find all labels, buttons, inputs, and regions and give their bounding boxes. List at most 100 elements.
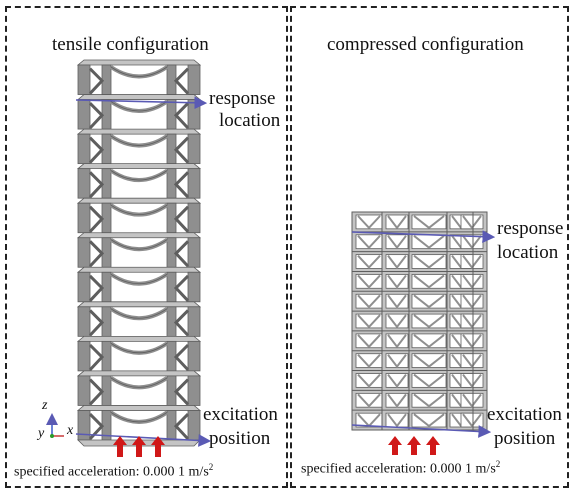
tensile-column-right <box>187 375 201 406</box>
compressed-strut <box>462 255 482 270</box>
tensile-link-left <box>88 309 105 337</box>
compressed-strut <box>387 314 407 329</box>
tensile-column-left <box>77 340 91 372</box>
tensile-link-right <box>173 413 190 441</box>
tensile-column-inner-left <box>101 375 112 406</box>
compressed-response-label-line1: response <box>497 218 564 239</box>
tensile-link-right <box>173 205 190 233</box>
tensile-column-left <box>77 99 91 130</box>
compressed-strut <box>387 354 407 369</box>
tensile-column-left <box>77 168 91 199</box>
compressed-strut <box>413 413 445 428</box>
tensile-cell <box>76 59 202 95</box>
compressed-strut <box>462 274 482 289</box>
compressed-cell <box>352 350 487 369</box>
tensile-link-left <box>88 274 105 302</box>
tensile-center-beam-edge <box>110 66 168 77</box>
compressed-strut <box>462 393 482 408</box>
tensile-excitation-pointer <box>75 433 212 447</box>
compressed-panel <box>290 6 569 488</box>
tensile-cell <box>76 94 202 130</box>
excitation-arrow-head <box>388 436 402 445</box>
tensile-link-left <box>88 171 105 199</box>
excitation-arrow-head <box>132 436 146 445</box>
tensile-column-right <box>187 237 201 268</box>
compressed-excitation-pointer <box>351 424 492 438</box>
tensile-plate <box>76 163 202 170</box>
tensile-center-beam-edge <box>110 412 168 423</box>
compressed-excitation-label-line1: excitation <box>487 404 562 425</box>
tensile-center-beam-edge <box>110 170 168 181</box>
axis-z-label: z <box>42 398 48 413</box>
tensile-link-left <box>88 378 105 406</box>
compressed-strut <box>413 294 445 309</box>
compressed-strut <box>462 215 482 230</box>
compressed-strut <box>387 274 407 289</box>
tensile-column-inner-right <box>166 410 177 441</box>
tensile-column-left <box>77 237 91 268</box>
tensile-link-right <box>173 136 190 164</box>
tensile-column-inner-right <box>166 340 177 372</box>
tensile-cell <box>76 163 202 199</box>
compressed-strut <box>387 373 407 389</box>
tensile-link-right <box>173 274 190 302</box>
compressed-strut <box>387 413 407 428</box>
tensile-column-right <box>187 202 201 234</box>
tensile-link-left <box>88 240 105 268</box>
compressed-strut <box>413 254 445 269</box>
tensile-excitation-label-line2: position <box>209 428 271 449</box>
axis-y-label: y <box>38 426 45 441</box>
tensile-column-left <box>77 133 91 165</box>
compressed-cell <box>352 290 487 309</box>
tensile-center-beam-edge <box>110 273 168 285</box>
tensile-column-inner-left <box>101 64 112 95</box>
compressed-strut <box>357 314 381 329</box>
compressed-strut <box>462 314 482 329</box>
excitation-arrow-head <box>113 436 127 445</box>
tensile-spec-text: specified acceleration: 0.000 1 m/s2 <box>14 462 214 480</box>
compressed-strut <box>413 393 445 408</box>
excitation-arrow-head <box>426 436 440 445</box>
tensile-column-inner-right <box>166 64 177 95</box>
tensile-cell <box>76 232 202 268</box>
compressed-strut <box>462 294 482 309</box>
compressed-cell <box>352 251 487 270</box>
tensile-center-beam-edge <box>110 101 168 112</box>
compressed-structure <box>351 211 488 431</box>
compressed-response-label-line2: location <box>497 242 559 263</box>
tensile-structure <box>76 59 202 441</box>
compressed-response-pointer <box>351 230 496 244</box>
excitation-arrow-head <box>151 436 165 445</box>
compressed-excitation-arrow <box>388 436 402 455</box>
compressed-strut <box>387 235 407 250</box>
compressed-strut <box>413 274 445 289</box>
compressed-strut <box>462 235 482 250</box>
tensile-center-beam-edge <box>110 239 168 250</box>
tensile-column-inner-right <box>166 271 177 303</box>
tensile-plate <box>76 405 202 411</box>
tensile-link-left <box>88 136 105 164</box>
compressed-cell <box>352 310 487 329</box>
tensile-link-right <box>173 309 190 337</box>
excitation-arrow-shaft <box>411 444 417 455</box>
compressed-strut <box>462 413 482 428</box>
tensile-cell <box>76 266 202 303</box>
tensile-title: tensile configuration <box>52 34 209 55</box>
tensile-center-beam-edge <box>110 204 168 216</box>
compressed-excitation-arrow <box>426 436 440 455</box>
tensile-column-right <box>187 64 201 95</box>
compressed-cell <box>352 370 487 389</box>
tensile-plate <box>76 197 202 204</box>
tensile-cell <box>76 197 202 234</box>
tensile-column-inner-right <box>166 133 177 165</box>
tensile-link-right <box>173 67 190 95</box>
tensile-column-right <box>187 306 201 337</box>
tensile-column-inner-right <box>166 375 177 406</box>
compressed-title: compressed configuration <box>327 34 524 55</box>
tensile-response-pointer <box>75 96 208 110</box>
tensile-column-inner-right <box>166 168 177 199</box>
tensile-column-left <box>77 410 91 441</box>
tensile-column-left <box>77 271 91 303</box>
tensile-plate <box>76 266 202 273</box>
tensile-column-inner-right <box>166 99 177 130</box>
